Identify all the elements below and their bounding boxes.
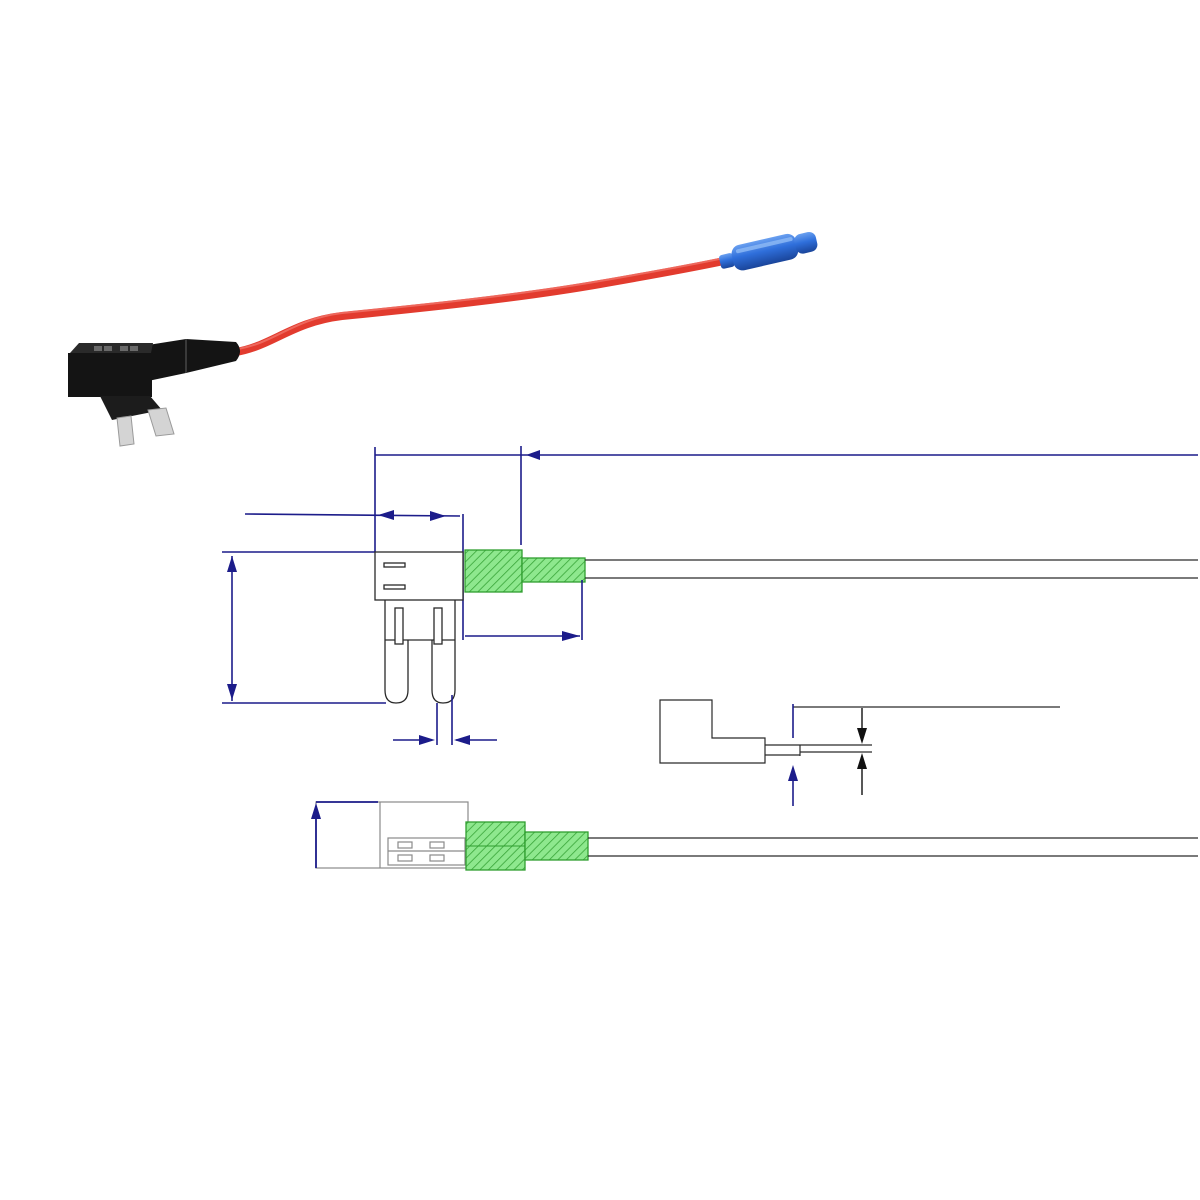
- holder-slot: [130, 346, 138, 351]
- height-dimension: [222, 551, 386, 704]
- top-fuse-slot: [397, 854, 413, 862]
- blue-connector: [719, 231, 818, 271]
- side-view-outline: [659, 699, 872, 764]
- fuse-casing: [100, 396, 162, 420]
- blade-left-outline: [384, 600, 409, 704]
- connector-highlight: [735, 237, 793, 254]
- arrowhead-right: [419, 735, 435, 745]
- connector-tip: [794, 231, 818, 254]
- arrowhead-up: [857, 753, 867, 769]
- side-view-drawing: [659, 699, 1060, 806]
- crimp-sleeve-hatched: [464, 549, 523, 593]
- front-view-drawing: [222, 446, 1198, 745]
- heat-shrink-sleeve: [148, 339, 240, 381]
- dimension-line: [244, 513, 461, 517]
- holder-slot: [104, 346, 112, 351]
- blade-slot-outline: [433, 607, 443, 645]
- holder-slot-outline: [383, 584, 406, 590]
- arrowhead-right: [430, 511, 446, 521]
- arrowhead-up: [311, 803, 321, 819]
- connector-collar: [719, 253, 735, 269]
- arrowhead-left: [378, 510, 394, 520]
- blade-slot-outline: [394, 607, 404, 645]
- arrowhead-left: [454, 735, 470, 745]
- arrowhead-down: [227, 684, 237, 700]
- holder-outline: [374, 551, 464, 704]
- holder-slot: [120, 346, 128, 351]
- blade-right-outline: [431, 600, 456, 704]
- top-view-drawing: [311, 801, 1198, 871]
- fuse-blade-left: [116, 415, 135, 447]
- red-wire-highlight: [237, 257, 725, 350]
- connector-length-dimension: [465, 580, 583, 640]
- holder-front-face: [68, 353, 152, 397]
- red-wire: [232, 257, 728, 356]
- holder-slot: [94, 346, 102, 351]
- top-fuse-slot: [397, 841, 413, 849]
- holder-body-outline: [374, 551, 464, 601]
- arrowhead-up: [788, 765, 798, 781]
- top-fuse-slot: [429, 854, 445, 862]
- holder-slot-outline: [383, 562, 406, 568]
- arrowhead-down: [857, 728, 867, 744]
- side-body-outline: [659, 699, 766, 764]
- arrowhead-right: [562, 631, 580, 641]
- crimp-barrel-hatched: [521, 557, 586, 583]
- fuse-tap-photo: [68, 231, 818, 447]
- top-fuse-slot: [429, 841, 445, 849]
- arrowhead-up: [227, 556, 237, 572]
- fuse-blade-right: [147, 407, 175, 437]
- arrowhead-left: [526, 450, 540, 460]
- overall-length-dimension: [374, 446, 1198, 552]
- top-crimp-barrel-hatched: [524, 831, 589, 861]
